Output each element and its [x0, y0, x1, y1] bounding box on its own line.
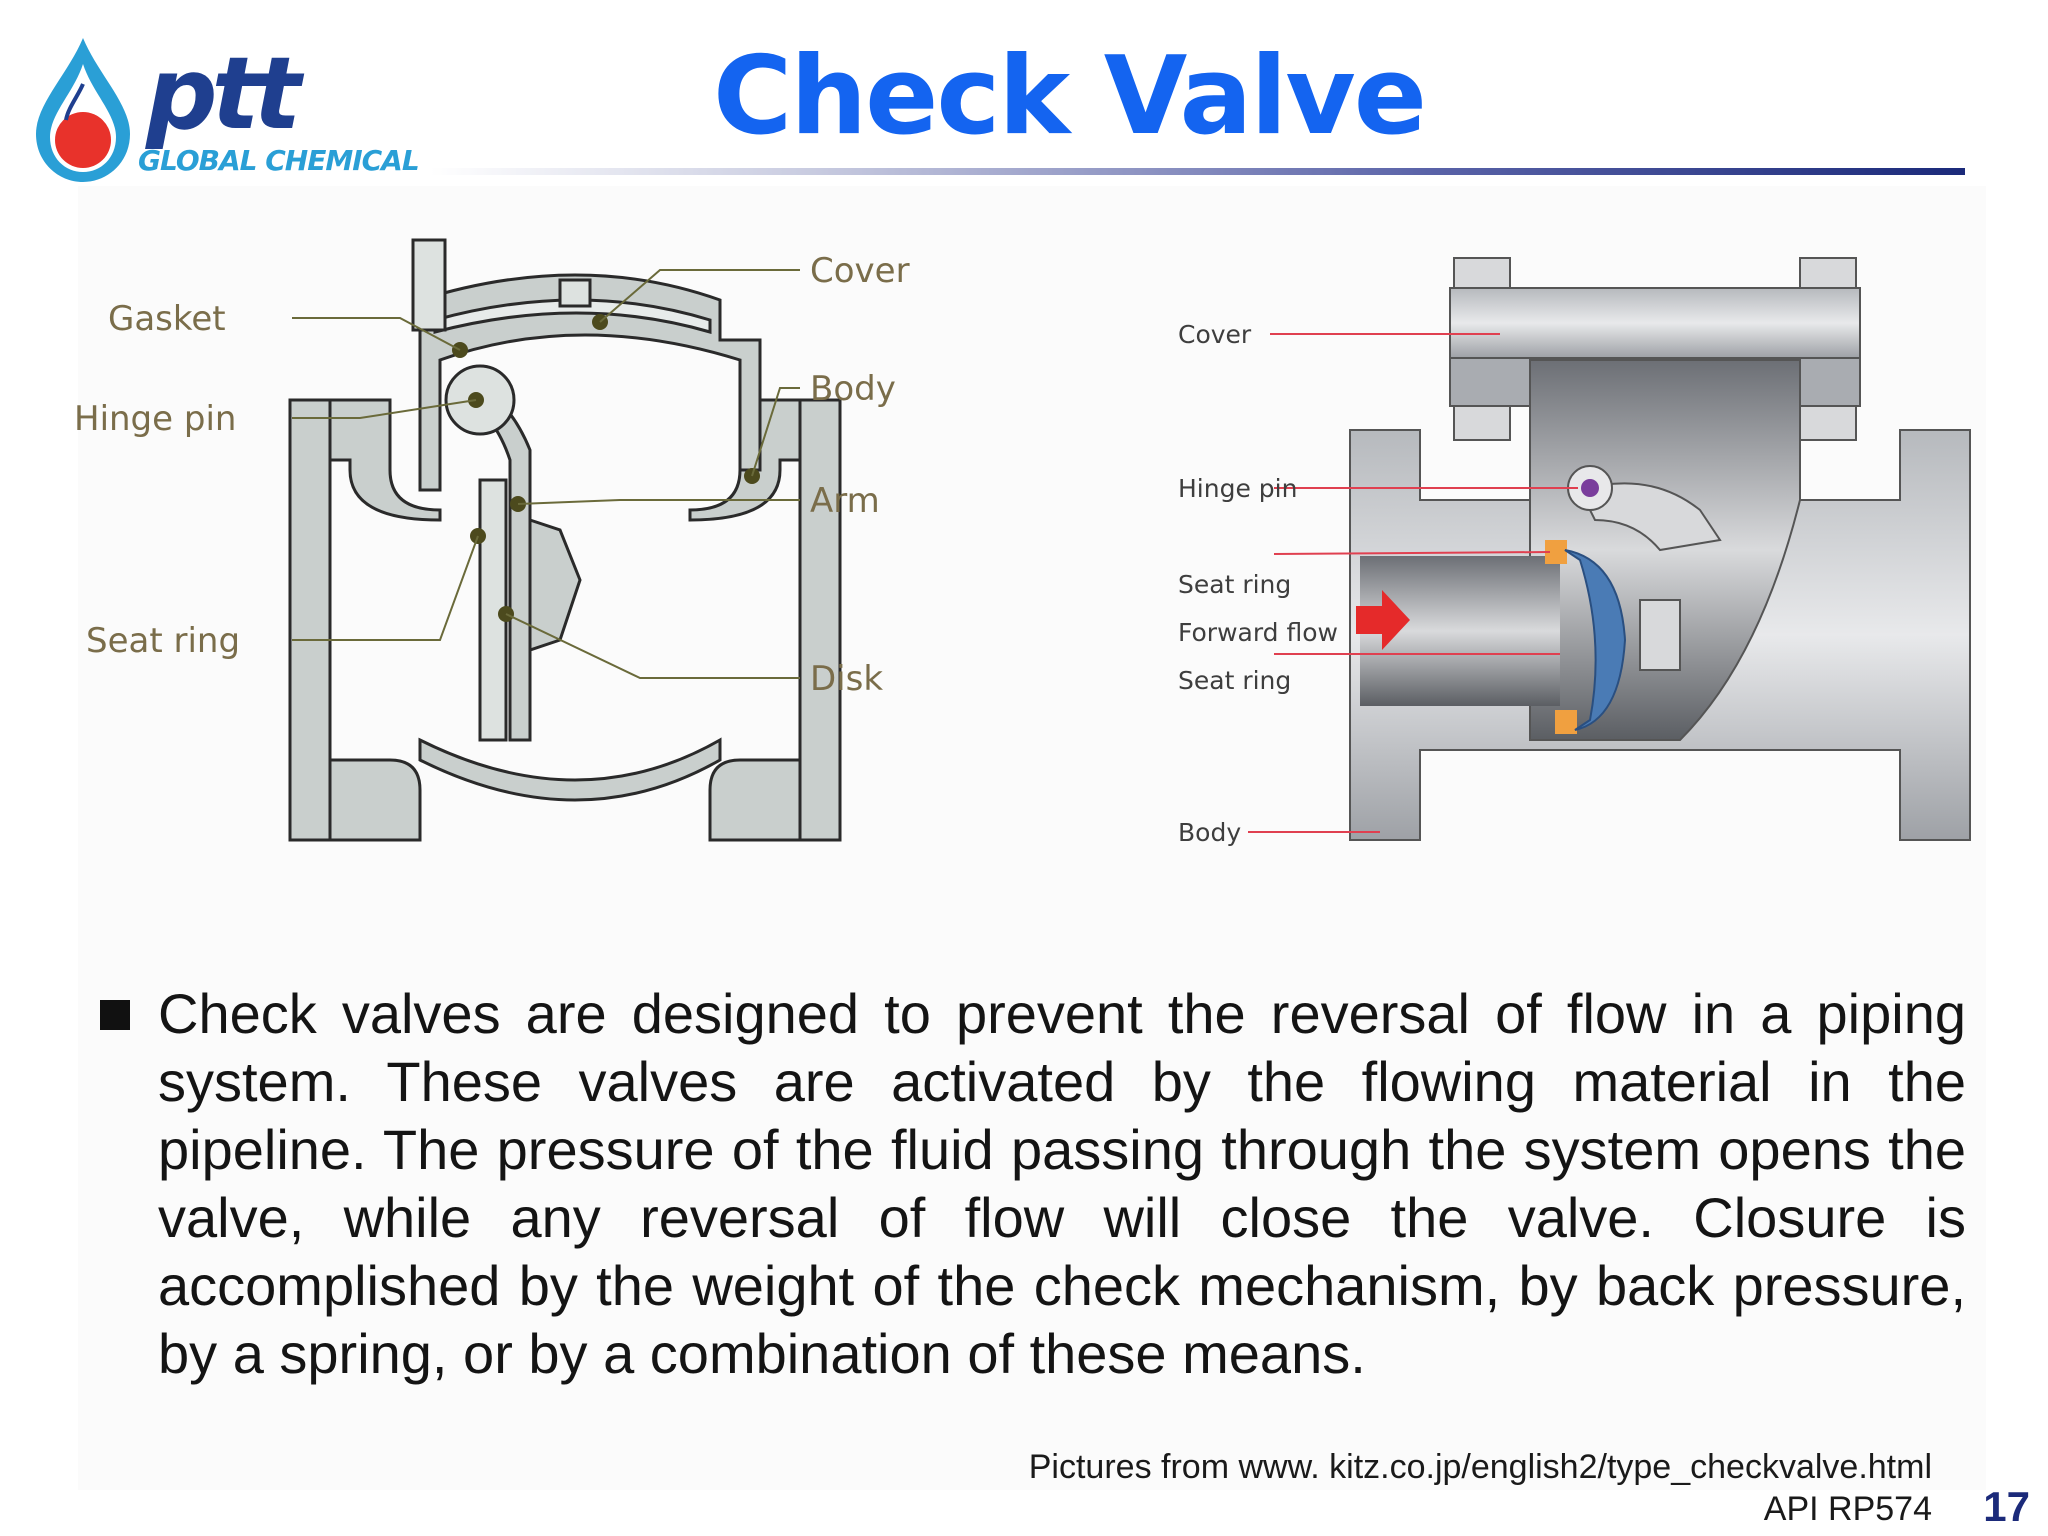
label-seat-ring: Seat ring	[86, 621, 240, 661]
logo-subtitle: GLOBAL CHEMICAL	[138, 144, 420, 177]
page-title: Check Valve	[712, 34, 1427, 159]
label-cover: Cover	[810, 251, 910, 291]
label-r-body: Body	[1178, 818, 1241, 847]
left-valve-diagram: Gasket Hinge pin Seat ring Cover Body Ar…	[74, 238, 910, 842]
ptt-drop-icon	[36, 38, 130, 182]
label-r-cover: Cover	[1178, 320, 1252, 349]
label-r-forward-flow: Forward flow	[1178, 618, 1338, 647]
label-disk: Disk	[810, 659, 883, 699]
label-arm: Arm	[810, 481, 880, 521]
reference-label: API RP574	[1763, 1490, 1932, 1528]
title-divider	[430, 168, 1965, 175]
ptt-logo: ptt GLOBAL CHEMICAL	[28, 34, 448, 184]
label-r-seat-ring-bottom: Seat ring	[1178, 666, 1291, 695]
label-hinge-pin: Hinge pin	[74, 399, 236, 439]
label-r-seat-ring-top: Seat ring	[1178, 570, 1291, 599]
logo-wordmark: ptt	[146, 35, 301, 152]
right-valve-diagram: Cover Hinge pin Seat ring Forward flow S…	[1178, 257, 1971, 847]
picture-source: Pictures from www. kitz.co.jp/english2/t…	[1028, 1448, 1932, 1486]
bullet-text: Check valves are designed to prevent the…	[158, 982, 1966, 1385]
label-body: Body	[810, 369, 896, 409]
label-r-hinge-pin: Hinge pin	[1178, 474, 1297, 503]
page-number: 17	[1983, 1483, 2030, 1530]
label-gasket: Gasket	[108, 299, 226, 339]
bullet-square-icon	[100, 1000, 130, 1030]
